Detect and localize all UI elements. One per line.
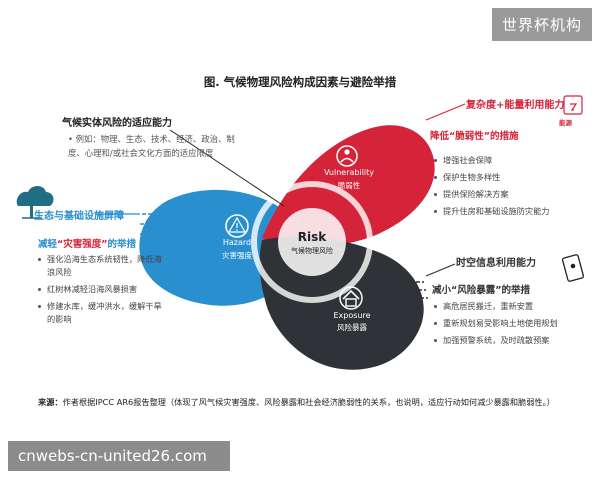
hazard-warning-icon: [225, 214, 249, 238]
list-item: 提供保险解决方案: [434, 188, 560, 201]
vulnerability-label-zh: 脆弱性: [337, 181, 361, 190]
tree-icon: [16, 186, 54, 219]
energy-icon: [563, 95, 583, 115]
list-item: 修建水库，缓冲洪水，缓解干旱的影响: [38, 300, 168, 326]
source-text: 作者根据IPCC AR6报告整理（体现了风气候灾害强度、风险暴露和社会经济脆弱性…: [62, 397, 555, 407]
risk-center-label: Risk: [297, 230, 327, 244]
source-note: 来源：作者根据IPCC AR6报告整理（体现了风气候灾害强度、风险暴露和社会经济…: [38, 396, 578, 408]
hazard-heading-suffix: 的举措: [107, 239, 137, 250]
list-item: 提升住房和基础设施防灾能力: [434, 205, 560, 218]
list-item: 重新规划易受影响土地使用规划: [434, 317, 562, 330]
hazard-heading-prefix: 减轻: [38, 239, 58, 250]
list-item: 增强社会保障: [434, 154, 560, 167]
vulnerability-heading-suffix: 的措施: [490, 131, 519, 142]
list-item: 红树林减轻沿海风暴损害: [38, 283, 168, 296]
hazard-measures-list: 强化沿海生态系统韧性，降低海浪风险 红树林减轻沿海风暴损害 修建水库，缓冲洪水，…: [38, 253, 168, 330]
list-item: 保护生物多样性: [434, 171, 560, 184]
hazard-label-zh: 灾害强度: [222, 251, 252, 260]
exposure-reduction-heading: 减小“风险暴露”的举措: [432, 285, 530, 296]
vulnerability-heading-em: “脆弱性”: [449, 131, 491, 142]
risk-center-label-zh: 气候物理风险: [291, 247, 333, 255]
vulnerability-measures-list: 增强社会保障 保护生物多样性 提供保险解决方案 提升住房和基础设施防灾能力: [434, 154, 560, 222]
spatiotemporal-info-label: 时空信息利用能力: [456, 258, 536, 269]
exposure-label-zh: 风险暴露: [337, 323, 367, 332]
list-item: 强化沿海生态系统韧性，降低海浪风险: [38, 253, 168, 279]
vulnerability-heading-prefix: 降低: [430, 131, 450, 142]
exposure-measures-list: 高危居民搬迁，重新安置 重新规划易受影响土地使用规划 加强预警系统，及时疏散预案: [434, 300, 562, 351]
energy-icon-caption: 能源: [559, 119, 572, 127]
ecology-infrastructure-label: 生态与基础设施屏障: [34, 211, 124, 222]
phone-map-icon: [561, 254, 585, 282]
source-prefix: 来源：: [38, 397, 63, 407]
arrow-group-hazard: [140, 211, 184, 237]
list-item: 高危居民搬迁，重新安置: [434, 300, 562, 313]
complexity-energy-label: 复杂度+能量利用能力: [466, 100, 565, 111]
vulnerability-label: Vulnerability: [323, 168, 375, 177]
vulnerability-person-icon: [336, 145, 358, 167]
exposure-label: Exposure: [333, 311, 371, 320]
leader-line-adaptation: [169, 129, 285, 207]
adaptation-title: 气候实体风险的适应能力: [62, 118, 172, 129]
watermark-top: 世界杯机构: [491, 8, 592, 41]
figure-title: 图. 气候物理风险构成因素与避险举措: [203, 75, 397, 89]
arrow-group-vulnerability: [384, 139, 426, 161]
adaptation-desc: • 例如：物理、生态、技术、经济、政治、制度、心理和/或社会文化方面的适应限度: [68, 134, 235, 158]
hazard-label: Hazard: [222, 238, 252, 247]
arrow-group-exposure: [388, 279, 428, 301]
list-item: 加强预警系统，及时疏散预案: [434, 334, 562, 347]
hazard-heading-em: “灾害强度”: [57, 239, 108, 250]
hazard-reduction-heading: 减轻“灾害强度”的举措: [38, 236, 136, 250]
vulnerability-reduction-heading: 降低“脆弱性”的措施: [430, 128, 519, 142]
exposure-house-icon: [339, 286, 363, 310]
watermark-bottom: cnwebs-cn-united26.com: [8, 441, 230, 471]
